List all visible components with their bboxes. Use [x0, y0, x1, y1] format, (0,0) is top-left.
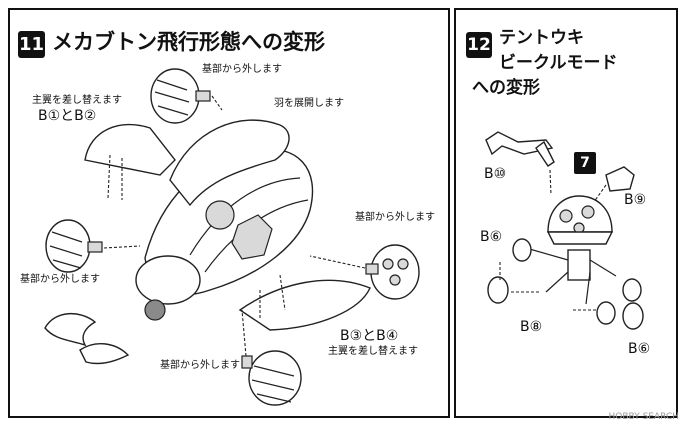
step-12-title-line-2: ビークルモード [499, 53, 618, 73]
label-b6-bottom: B⑥ [628, 341, 651, 357]
front-claw [44, 312, 97, 347]
raised-wing [169, 119, 290, 207]
wheel-top [150, 68, 223, 124]
label-remove-right: 基部から外します [355, 212, 435, 223]
mekabuton-head [135, 255, 201, 305]
label-replace-main-wing-1: 主翼を差し替えます [32, 95, 122, 106]
wheel-left [45, 219, 141, 273]
mekabuton-illustration [44, 68, 420, 406]
step-11-panel: 11 メカブトン飛行形態への変形 [8, 8, 450, 418]
tentouki-dome [547, 195, 613, 233]
label-parts-b3-b4: B③とB④ [340, 328, 399, 344]
label-replace-main-wing-2: 主翼を差し替えます [328, 346, 418, 357]
label-open-wing: 羽を展開します [274, 98, 344, 109]
label-remove-left: 基部から外します [20, 274, 100, 285]
step-12-panel: 12 テントウキ ビークルモード への変形 7 B⑩ B⑨ B⑥ B⑧ B⑥ [454, 8, 678, 418]
label-remove-top: 基部から外します [202, 64, 282, 75]
label-remove-bottom: 基部から外します [160, 360, 240, 371]
tentouki-illustration [485, 131, 644, 330]
label-b9: B⑨ [624, 192, 647, 208]
wheel-bottom [241, 309, 302, 406]
label-parts-b1-b2: B①とB② [38, 108, 97, 124]
step-11-title: メカブトン飛行形態への変形 [52, 30, 325, 54]
label-b6-top: B⑥ [480, 229, 503, 245]
step-12-title-line-3: への変形 [472, 78, 540, 98]
main-wing-left [84, 123, 176, 176]
wheel-right [309, 244, 420, 300]
watermark: HOBBY SEARCH [608, 412, 679, 422]
main-wing-right [238, 279, 371, 331]
callout-7: 7 [580, 155, 590, 171]
step-12-number-badge: 12 [466, 32, 492, 58]
step-11-number-badge: 11 [18, 31, 45, 58]
step-12-title-line-1: テントウキ [499, 28, 584, 48]
label-b8: B⑧ [520, 319, 543, 335]
label-b10: B⑩ [484, 166, 507, 182]
